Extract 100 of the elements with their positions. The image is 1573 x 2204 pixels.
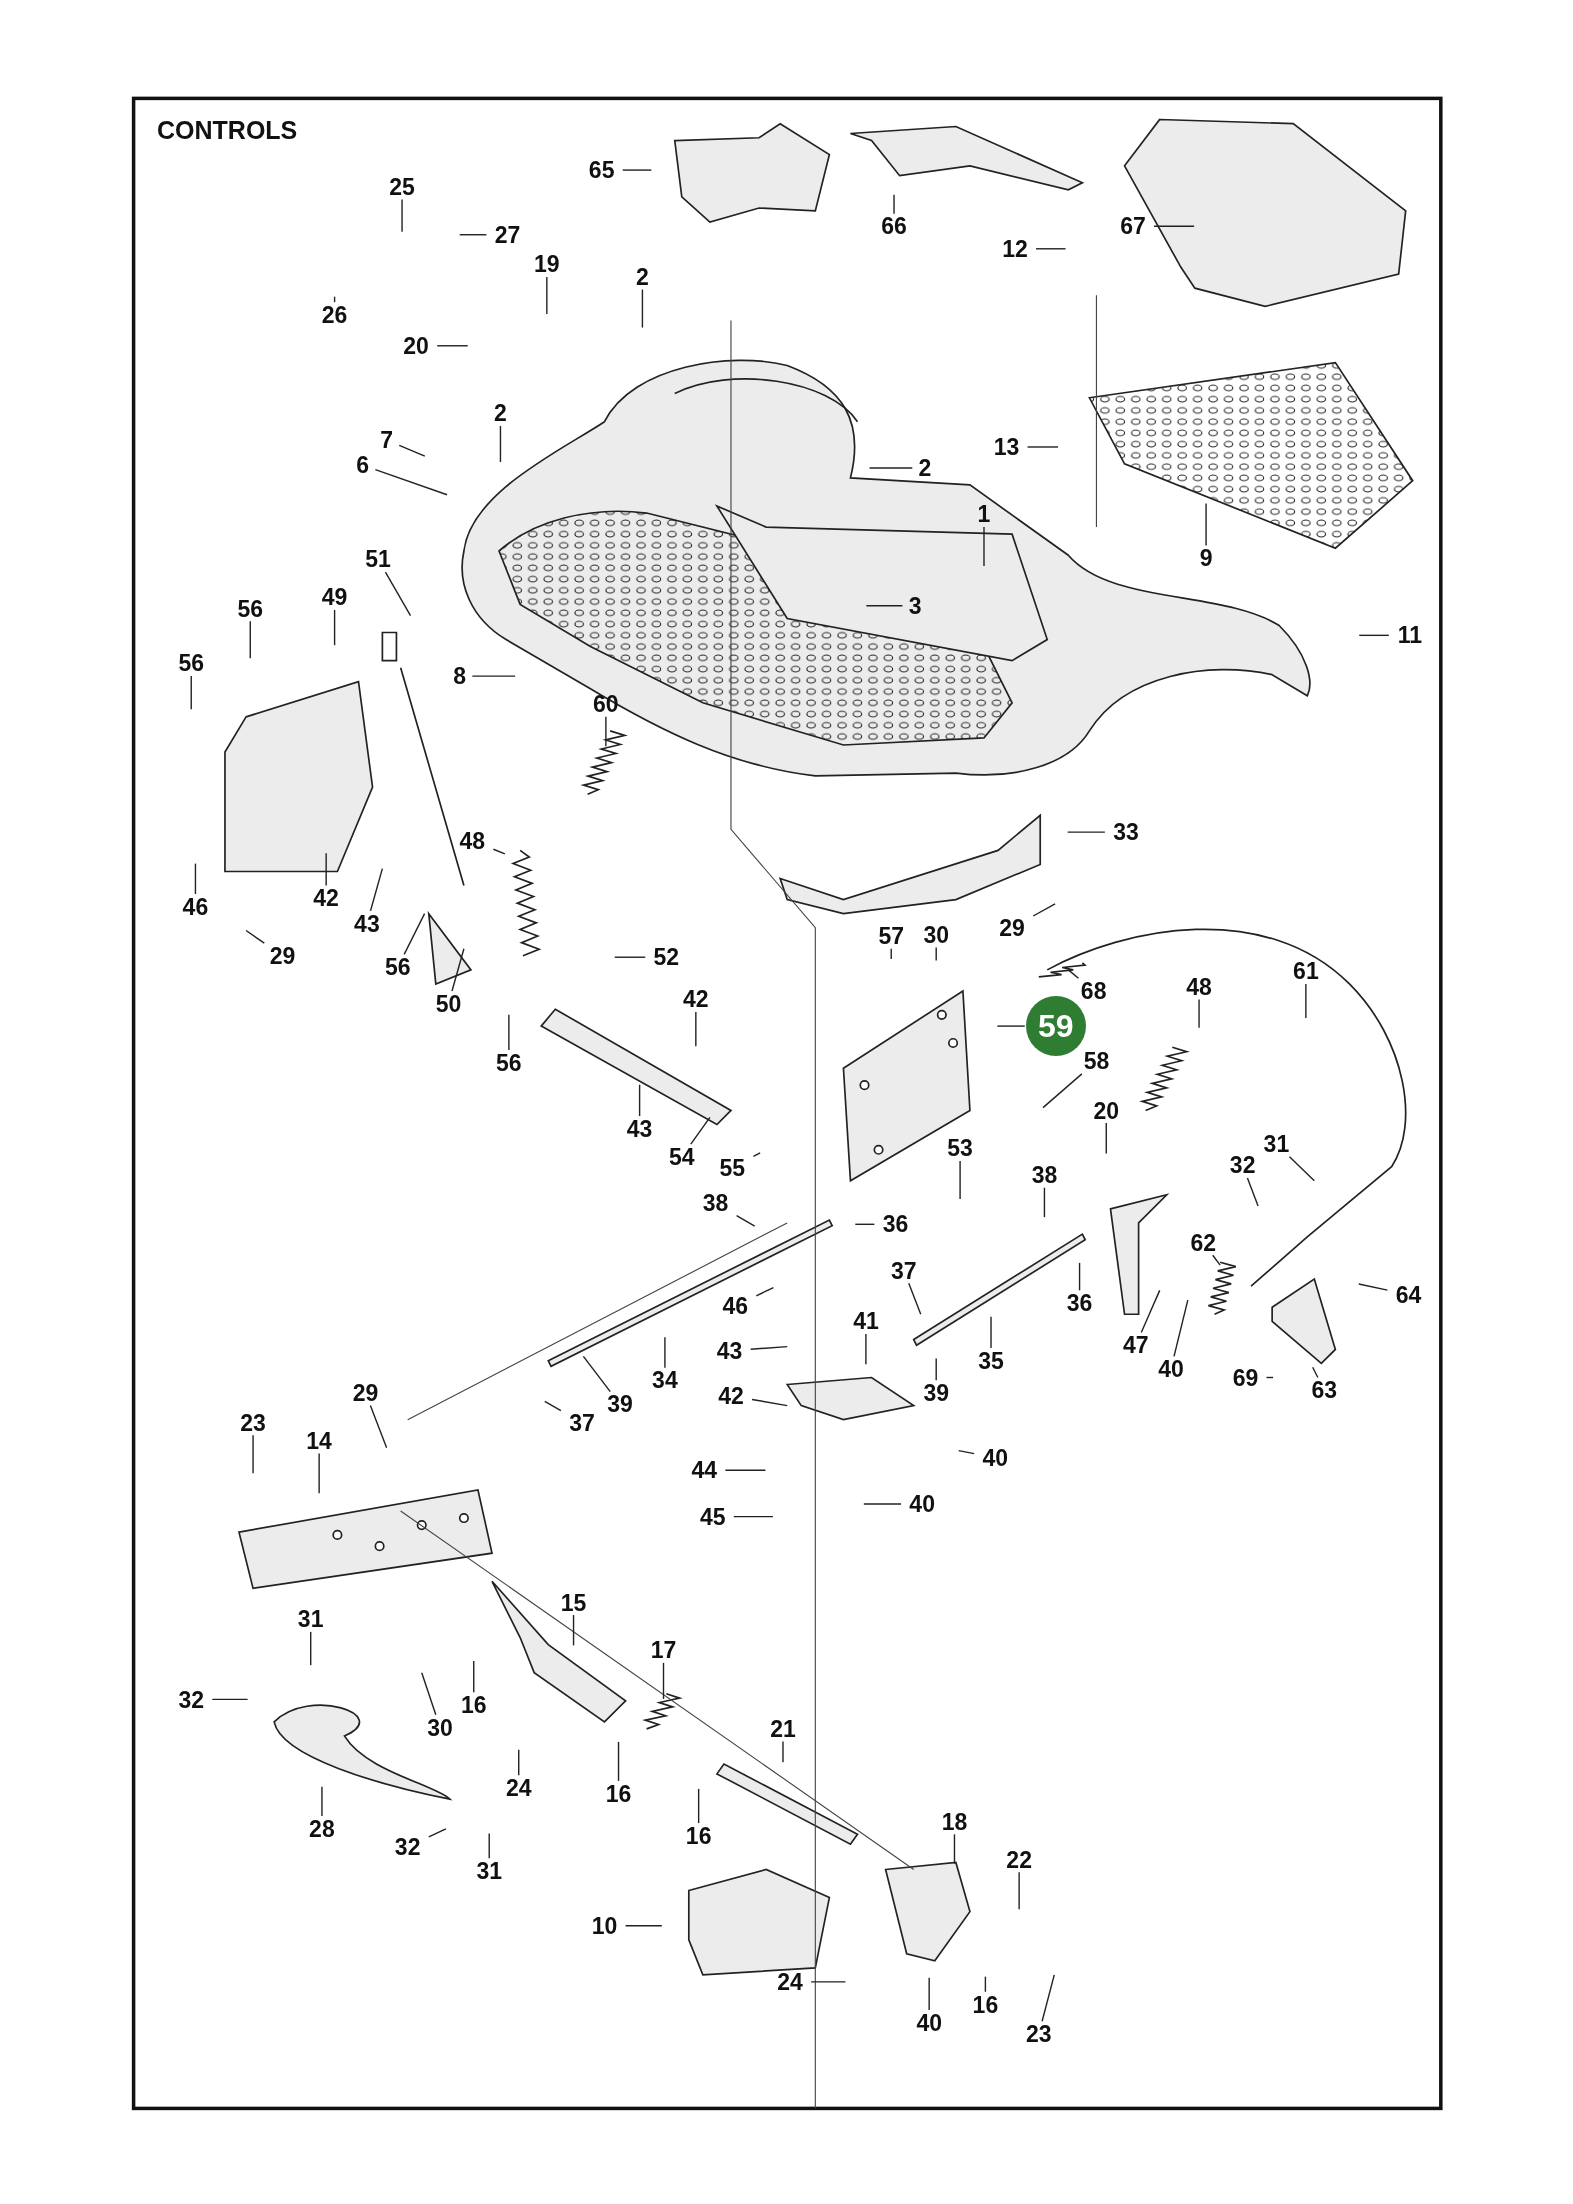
leader-line bbox=[868, 467, 913, 469]
callout-number: 42 bbox=[313, 886, 339, 911]
callout-number: 53 bbox=[947, 1136, 973, 1161]
leader-line bbox=[582, 1355, 611, 1393]
callout-number: 32 bbox=[394, 1835, 421, 1860]
leader-line bbox=[1305, 983, 1307, 1019]
callout-number: 18 bbox=[941, 1809, 968, 1834]
leader-line bbox=[544, 1400, 562, 1412]
callout-number: 46 bbox=[722, 1293, 748, 1318]
callout-number: 12 bbox=[1002, 236, 1028, 261]
leader-line bbox=[749, 1345, 788, 1350]
leader-line bbox=[996, 1025, 1026, 1027]
callout-number: 10 bbox=[591, 1913, 618, 1938]
callout-number: 52 bbox=[653, 945, 680, 970]
leader-line bbox=[664, 1336, 666, 1369]
leader-line bbox=[211, 1698, 249, 1701]
callout-number: 64 bbox=[1395, 1282, 1422, 1307]
leader-line bbox=[755, 1286, 775, 1297]
callout-number: 37 bbox=[891, 1258, 917, 1283]
leader-line bbox=[1078, 1262, 1081, 1292]
callout-number: 20 bbox=[403, 333, 429, 358]
leader-line bbox=[252, 1434, 254, 1474]
callout-number: 43 bbox=[626, 1116, 653, 1141]
leader-line bbox=[428, 1828, 447, 1838]
leader-line bbox=[1212, 1254, 1221, 1266]
leader-line bbox=[865, 605, 904, 607]
leader-line bbox=[1026, 446, 1059, 448]
callout-number: 35 bbox=[978, 1348, 1004, 1373]
callout-number: 43 bbox=[716, 1338, 743, 1363]
callout-number: 37 bbox=[569, 1410, 595, 1435]
callout-number: 42 bbox=[683, 987, 709, 1012]
callout-number: 45 bbox=[699, 1504, 726, 1529]
leader-line bbox=[614, 956, 646, 958]
leader-line bbox=[401, 198, 403, 233]
callout-number: 2 bbox=[636, 264, 649, 289]
leader-line bbox=[325, 852, 327, 887]
leader-line bbox=[436, 345, 469, 347]
leader-line bbox=[249, 620, 251, 660]
callout-number: 1 bbox=[977, 502, 991, 527]
leader-line bbox=[865, 1333, 867, 1365]
leader-line bbox=[1265, 1376, 1274, 1379]
callout-number: 57 bbox=[878, 924, 904, 949]
callout-number: 20 bbox=[1093, 1098, 1120, 1123]
leader-line bbox=[1067, 969, 1080, 979]
leader-line bbox=[1041, 1974, 1055, 2022]
leader-line bbox=[369, 1404, 388, 1449]
leader-line bbox=[403, 912, 426, 956]
leader-line bbox=[990, 1315, 992, 1349]
callout-number: 40 bbox=[909, 1492, 935, 1517]
callout-number: 40 bbox=[916, 2010, 942, 2035]
leader-line bbox=[983, 526, 985, 567]
leader-line bbox=[953, 1833, 956, 1865]
callout-number: 16 bbox=[460, 1693, 487, 1718]
callout-number: 14 bbox=[306, 1428, 332, 1453]
callout-number: 51 bbox=[365, 547, 391, 572]
leader-line bbox=[384, 571, 412, 617]
leader-line bbox=[959, 1160, 961, 1200]
leader-line bbox=[752, 1152, 761, 1158]
callout-number: 23 bbox=[240, 1410, 266, 1435]
callout-number: 29 bbox=[999, 915, 1025, 940]
callout-number: 28 bbox=[309, 1816, 335, 1841]
leader-line bbox=[1153, 225, 1195, 227]
callout-number: 48 bbox=[1186, 974, 1212, 999]
leader-line bbox=[908, 1282, 922, 1315]
callout-number: 13 bbox=[993, 435, 1020, 459]
callout-number: 44 bbox=[691, 1458, 718, 1483]
leader-line bbox=[451, 948, 465, 992]
callout-number: 3 bbox=[908, 593, 922, 618]
leader-line bbox=[935, 946, 937, 962]
leader-line bbox=[662, 1662, 665, 1700]
leader-line bbox=[893, 194, 895, 215]
callout-number: 22 bbox=[1006, 1847, 1032, 1872]
callout-number: 7 bbox=[380, 428, 393, 452]
leader-line bbox=[690, 1116, 711, 1145]
callout-number: 56 bbox=[178, 651, 204, 676]
callout-number: 39 bbox=[923, 1381, 949, 1406]
leader-line bbox=[890, 948, 892, 960]
callout-number: 17 bbox=[650, 1638, 677, 1663]
diagram-title: CONTROLS bbox=[157, 116, 298, 145]
callout-number: 54 bbox=[668, 1144, 695, 1169]
callout-number: 42 bbox=[718, 1383, 744, 1408]
leader-line bbox=[1032, 903, 1056, 917]
callout-number: 31 bbox=[297, 1607, 324, 1632]
callout-number: 56 bbox=[237, 596, 263, 621]
leader-line bbox=[1173, 1299, 1189, 1358]
callout-number: 15 bbox=[560, 1590, 587, 1615]
leader-line bbox=[984, 1975, 987, 1993]
leader-line bbox=[190, 675, 192, 711]
leader-line bbox=[473, 1660, 475, 1694]
leader-line bbox=[508, 1014, 510, 1051]
leader-line bbox=[518, 1749, 520, 1776]
leader-line bbox=[321, 1785, 323, 1817]
callout-number: 60 bbox=[593, 692, 619, 717]
leader-line bbox=[245, 929, 266, 944]
leader-line bbox=[641, 288, 644, 329]
callout-number: 56 bbox=[385, 955, 411, 980]
callout-number: 43 bbox=[354, 911, 380, 936]
leader-line bbox=[471, 675, 516, 677]
leader-line bbox=[624, 1925, 663, 1927]
callout-number: 21 bbox=[770, 1717, 796, 1742]
